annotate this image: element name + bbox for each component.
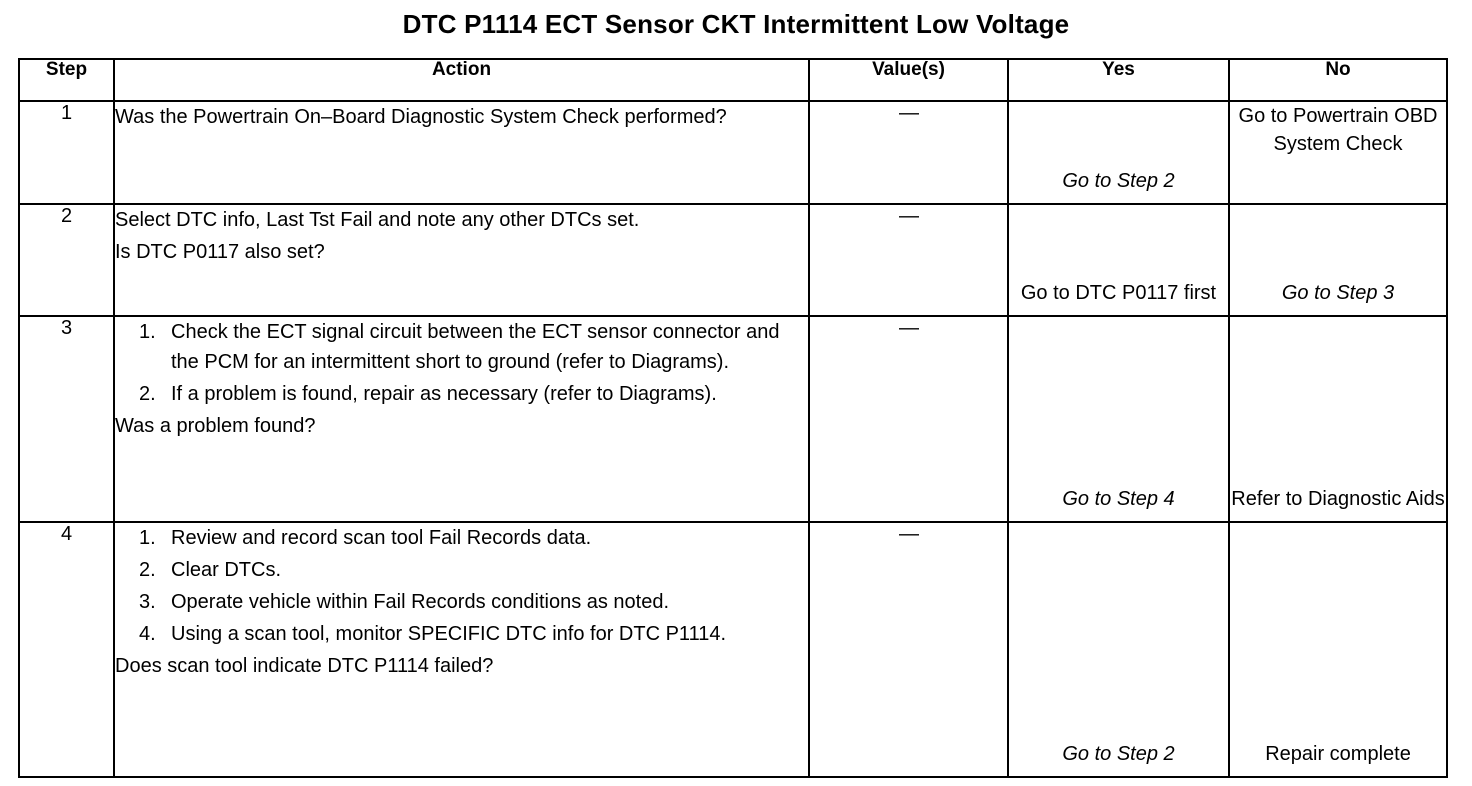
page-title: DTC P1114 ECT Sensor CKT Intermittent Lo… [402, 9, 1070, 39]
column-header-step: Step [18, 58, 115, 102]
value-text: — [899, 102, 919, 124]
action-cell: Select DTC info, Last Tst Fail and note … [113, 203, 810, 317]
table-body: 1 Was the Powertrain On–Board Diagnostic… [18, 100, 1448, 778]
yes-cell: Go to Step 2 [1007, 100, 1230, 205]
action-lead-text: Select DTC info, Last Tst Fail and note … [115, 209, 640, 231]
yes-reference: Go to Step 4 [1062, 488, 1175, 510]
yes-reference: Go to Step 2 [1062, 743, 1175, 765]
action-step-list: Check the ECT signal circuit between the… [115, 317, 808, 409]
action-step-item: Using a scan tool, monitor SPECIFIC DTC … [139, 619, 727, 649]
yes-reference: Go to Step 2 [1062, 170, 1175, 192]
action-question-text: Does scan tool indicate DTC P1114 failed… [115, 655, 494, 677]
value-cell: — [808, 315, 1009, 523]
action-step-item: Check the ECT signal circuit between the… [139, 317, 780, 373]
value-text: — [899, 205, 919, 227]
no-cell: Go to Powertrain OBD System Check [1228, 100, 1448, 205]
step-number: 4 [18, 521, 115, 778]
no-cell: Go to Step 3 [1228, 203, 1448, 317]
action-step-item: Operate vehicle within Fail Records cond… [139, 587, 670, 617]
table-header-row: Step Action Value(s) Yes No [18, 58, 1448, 102]
table-row: 4 Review and record scan tool Fail Recor… [18, 521, 1448, 778]
no-reference: Repair complete [1265, 743, 1411, 765]
diagnostic-table: Step Action Value(s) Yes No 1 Was the Po… [18, 58, 1448, 778]
yes-cell: Go to DTC P0117 first [1007, 203, 1230, 317]
table-row: 1 Was the Powertrain On–Board Diagnostic… [18, 100, 1448, 205]
action-cell: Was the Powertrain On–Board Diagnostic S… [113, 100, 810, 205]
action-step-item: Clear DTCs. [139, 555, 282, 585]
yes-reference: Go to DTC P0117 first [1020, 282, 1217, 304]
step-number: 3 [18, 315, 115, 523]
action-lead-text: Was the Powertrain On–Board Diagnostic S… [115, 106, 727, 128]
table-row: 2 Select DTC info, Last Tst Fail and not… [18, 203, 1448, 317]
yes-cell: Go to Step 2 [1007, 521, 1230, 778]
value-text: — [899, 317, 919, 339]
column-header-no: No [1228, 58, 1448, 102]
action-step-list: Review and record scan tool Fail Records… [115, 523, 808, 649]
action-cell: Check the ECT signal circuit between the… [113, 315, 810, 523]
action-step-item: Review and record scan tool Fail Records… [139, 523, 592, 553]
action-cell: Review and record scan tool Fail Records… [113, 521, 810, 778]
yes-cell: Go to Step 4 [1007, 315, 1230, 523]
value-cell: — [808, 100, 1009, 205]
value-cell: — [808, 521, 1009, 778]
column-header-value: Value(s) [808, 58, 1009, 102]
column-header-action: Action [113, 58, 810, 102]
step-number: 2 [18, 203, 115, 317]
value-cell: — [808, 203, 1009, 317]
action-question-text: Is DTC P0117 also set? [115, 241, 325, 263]
no-reference: Refer to Diagnostic Aids [1231, 488, 1445, 510]
value-text: — [899, 523, 919, 545]
column-header-yes: Yes [1007, 58, 1230, 102]
table-header: Step Action Value(s) Yes No [18, 58, 1448, 102]
step-number: 1 [18, 100, 115, 205]
no-cell: Repair complete [1228, 521, 1448, 778]
no-cell: Refer to Diagnostic Aids [1228, 315, 1448, 523]
no-reference: Go to Powertrain OBD System Check [1238, 105, 1438, 155]
action-question-text: Was a problem found? [115, 415, 316, 437]
action-step-item: If a problem is found, repair as necessa… [139, 379, 717, 409]
no-reference: Go to Step 3 [1281, 282, 1395, 304]
table-row: 3 Check the ECT signal circuit between t… [18, 315, 1448, 523]
